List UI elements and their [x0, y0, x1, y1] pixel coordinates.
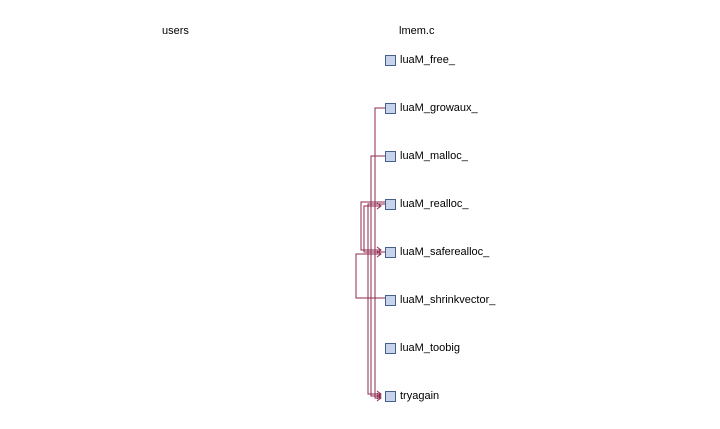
node-label: luaM_free_ — [400, 54, 456, 66]
node-label: luaM_toobig — [400, 342, 460, 354]
node-label: luaM_saferealloc_ — [400, 246, 490, 258]
node-luaM-saferealloc[interactable]: luaM_saferealloc_ — [385, 245, 489, 259]
node-luaM-shrinkvector[interactable]: luaM_shrinkvector_ — [385, 293, 495, 307]
node-tryagain[interactable]: tryagain — [385, 389, 439, 403]
node-luaM-growaux[interactable]: luaM_growaux_ — [385, 101, 478, 115]
node-luaM-free[interactable]: luaM_free_ — [385, 53, 455, 67]
function-node-icon — [385, 150, 396, 162]
node-label: tryagain — [400, 390, 440, 402]
users-column-header: users — [162, 25, 189, 37]
node-luaM-realloc[interactable]: luaM_realloc_ — [385, 197, 468, 211]
function-node-icon — [385, 102, 396, 114]
arrowhead-saferealloc-2 — [376, 250, 382, 258]
edge-saferealloc-to-realloc — [363, 205, 385, 253]
node-label: luaM_realloc_ — [400, 198, 469, 210]
function-node-icon — [385, 342, 396, 354]
edge-realloc-to-saferealloc — [360, 201, 385, 251]
function-node-icon — [385, 246, 396, 258]
node-label: luaM_shrinkvector_ — [400, 294, 496, 306]
arrowhead-tryagain-3 — [376, 390, 382, 398]
node-luaM-toobig[interactable]: luaM_toobig — [385, 341, 460, 355]
arrowhead-tryagain-2 — [376, 392, 382, 400]
node-label: luaM_malloc_ — [400, 150, 468, 162]
edge-realloc-to-tryagain — [367, 203, 385, 395]
function-node-icon — [385, 198, 396, 210]
function-node-icon — [385, 54, 396, 66]
function-node-icon — [385, 390, 396, 402]
edge-shrinkvector-to-saferealloc — [355, 253, 385, 299]
edge-malloc-to-tryagain — [370, 155, 385, 397]
edge-growaux-to-tryagain — [374, 107, 385, 399]
file-column-header: lmem.c — [399, 25, 435, 37]
function-node-icon — [385, 294, 396, 306]
node-luaM-malloc[interactable]: luaM_malloc_ — [385, 149, 468, 163]
arrowhead-realloc — [376, 202, 382, 210]
node-label: luaM_growaux_ — [400, 102, 478, 114]
